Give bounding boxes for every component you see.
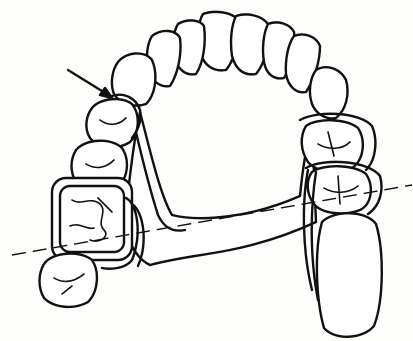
tooth-upper-third-molar-left [40,254,97,307]
tooth-upper-premolar-right [310,67,348,118]
pointer-arrow-head [100,88,112,98]
tooth-upper-second-molar-left-inner [60,186,124,252]
palatal-connector [125,112,316,265]
tooth-upper-second-premolar-left [86,99,137,147]
tooth-upper-premolar-left [112,53,155,105]
edentulous-saddle-right [317,213,382,337]
